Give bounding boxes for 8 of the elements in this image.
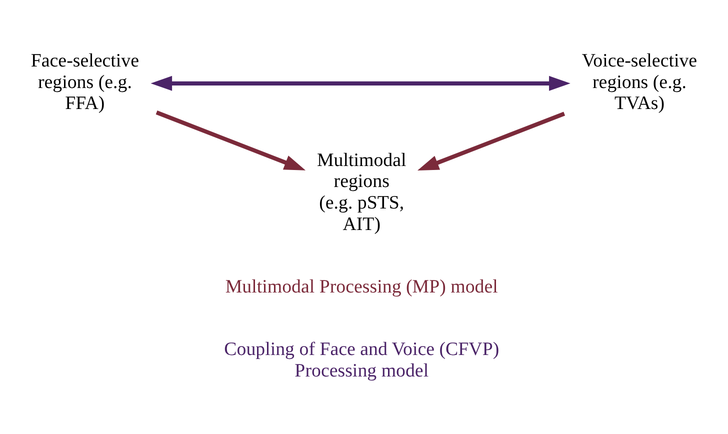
arrow (150, 76, 570, 91)
node-text: Face-selective regions (e.g. FFA) (30, 50, 140, 114)
node-text: Multimodal regions (e.g. pSTS, AIT) (316, 150, 406, 235)
arrow (417, 112, 566, 171)
label: Coupling of Face and Voice (CFVP) Processing model (224, 339, 500, 382)
label: Multimodal Processing (MP) model (225, 276, 498, 298)
node-text: Voice-selective regions (e.g. TVAs) (582, 50, 698, 114)
arrow (156, 110, 306, 170)
